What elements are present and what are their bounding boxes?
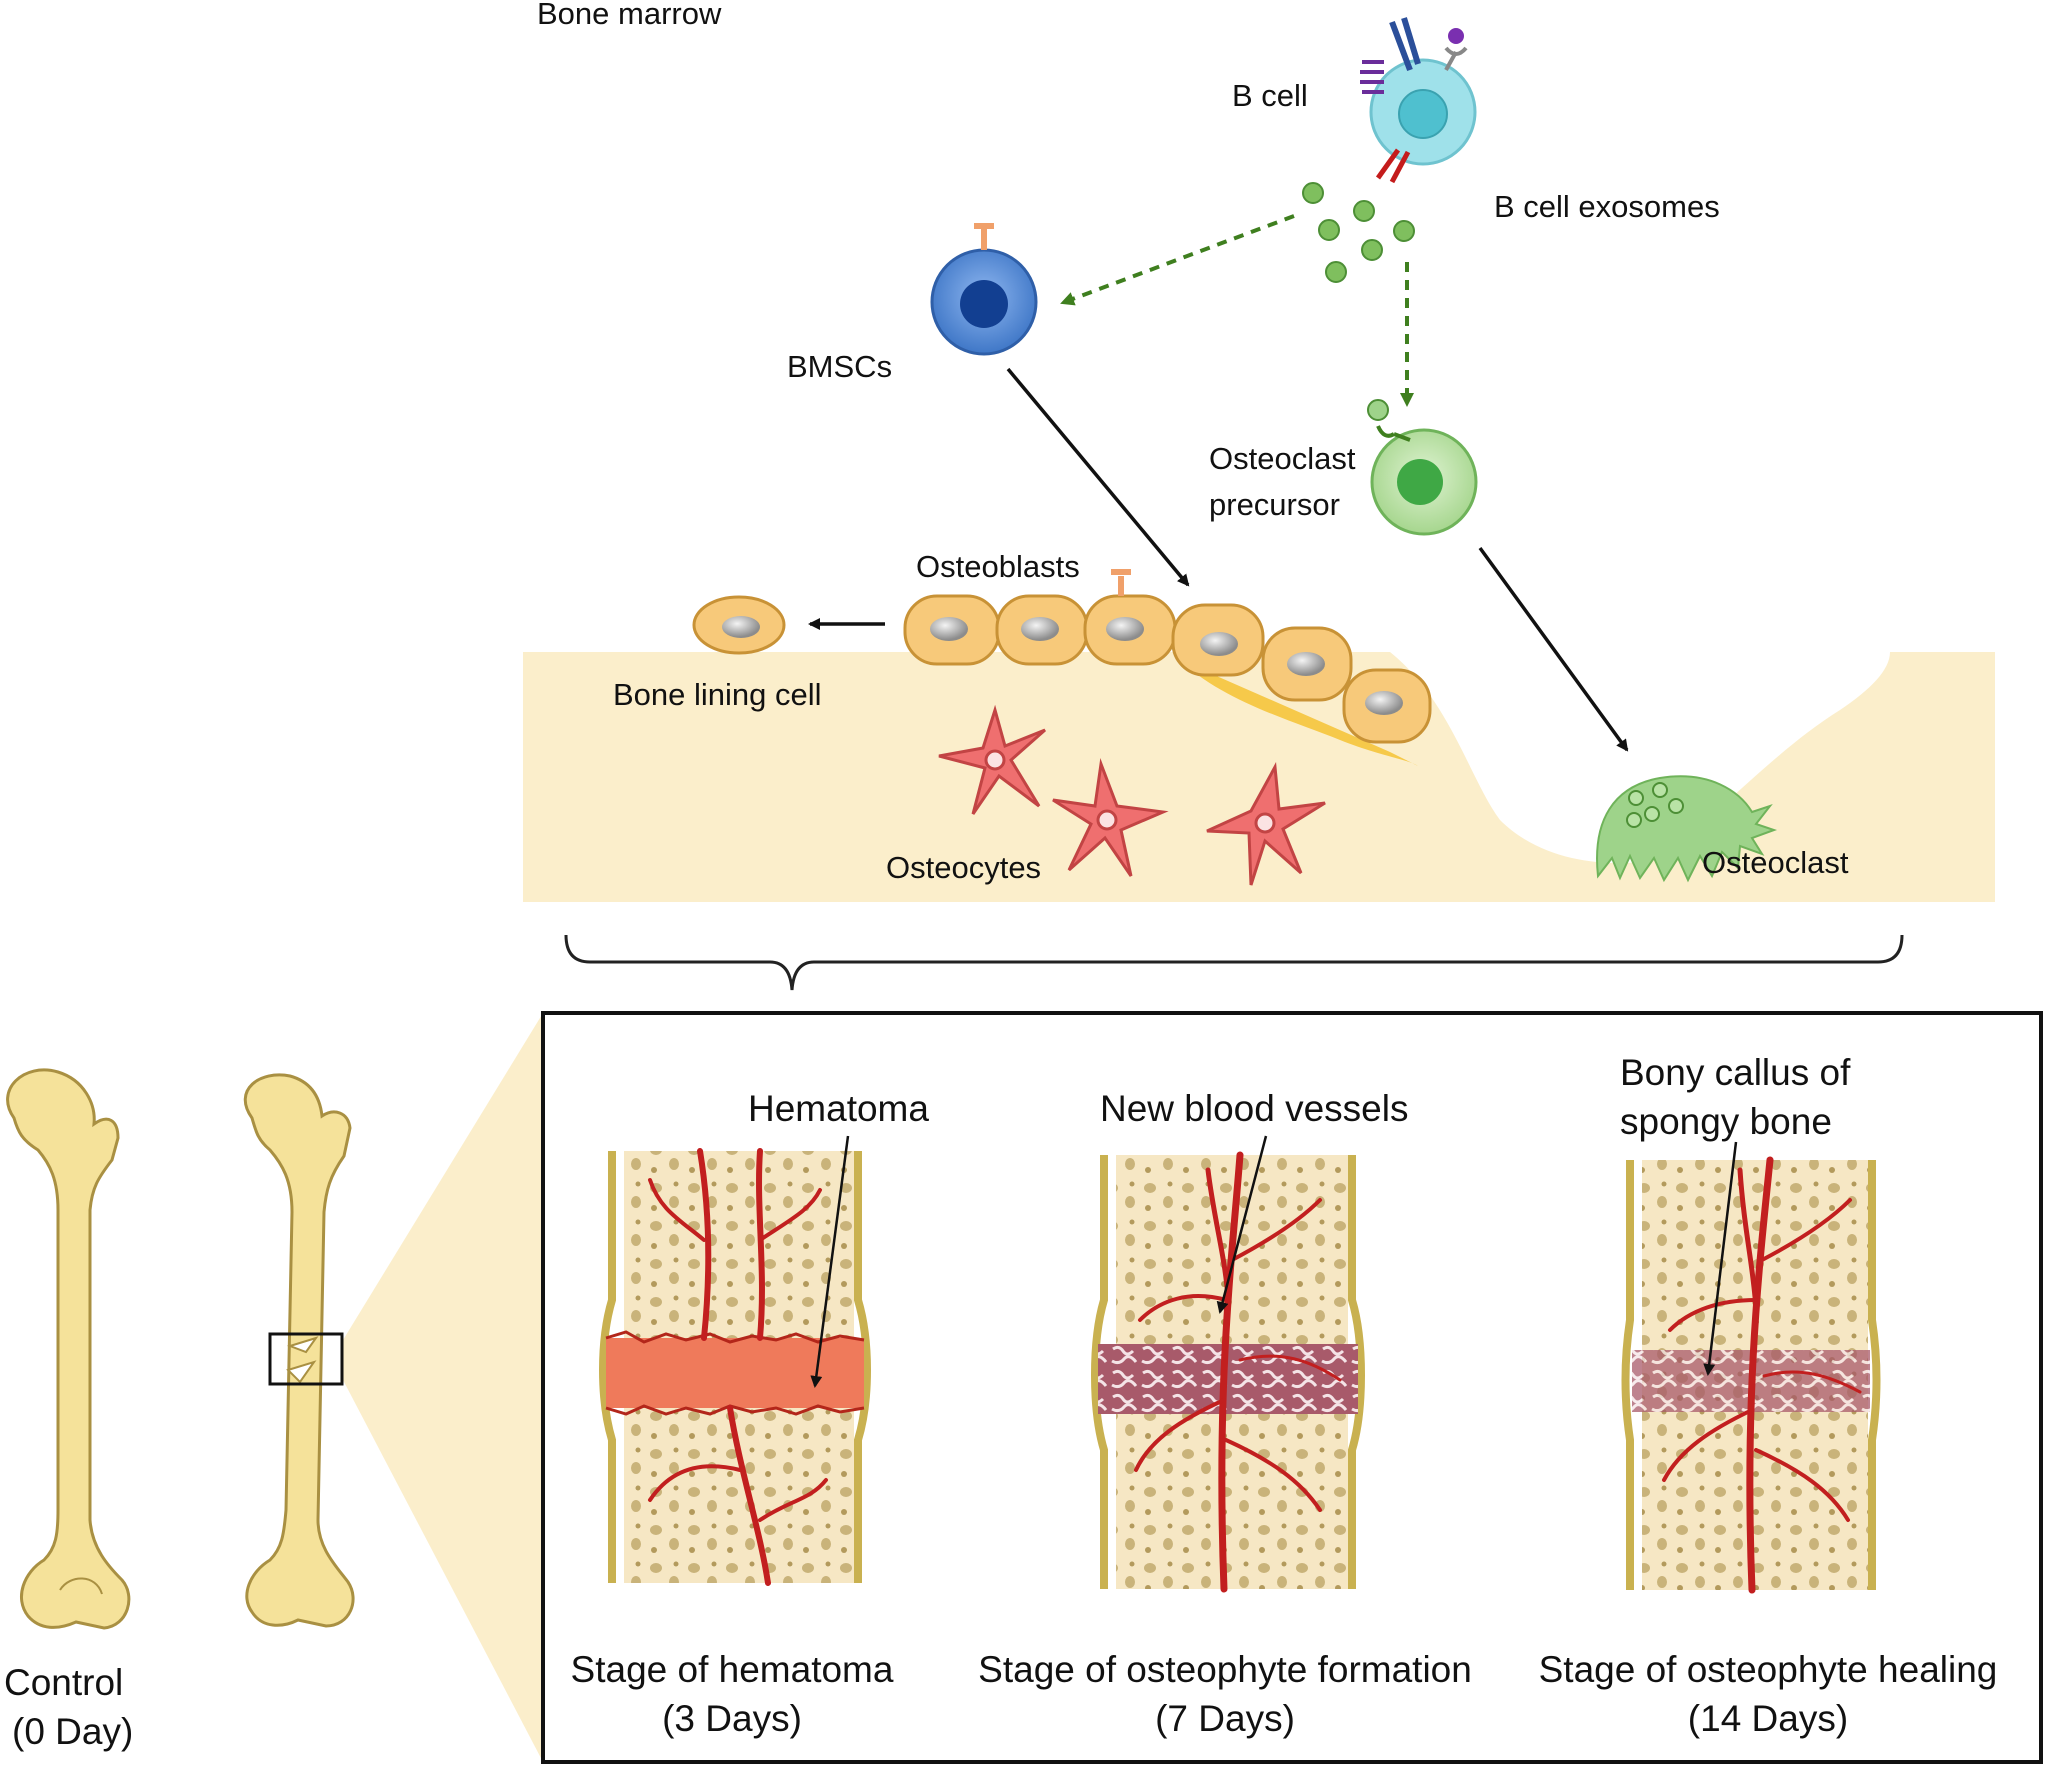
hematoma-label: Hematoma [748,1088,929,1129]
bmsc-to-osteoblast-arrow [1006,367,1190,587]
b-cell [1360,17,1477,184]
bone-lining-cell-label: Bone lining cell [613,677,822,712]
bone-marrow-label: Bone marrow [537,0,722,31]
bmscs-label: BMSCs [787,349,892,384]
bmsc-receptor-icon [974,223,994,250]
osteoblast-cells [903,569,1432,744]
new-blood-vessels-label: New blood vessels [1100,1088,1408,1129]
b-cell-antibody-icon [1389,17,1421,72]
control-label-line2: (0 Day) [12,1711,133,1752]
b-cell-signal-icon [1375,148,1411,184]
b-cell-ligand-icon [1444,28,1468,71]
bony-callus-label-line1: Bony callus of [1620,1052,1851,1093]
stage-healing-illustration [1621,1156,1881,1594]
osteocyte-cells [938,704,1326,886]
stage-3-days: (14 Days) [1688,1698,1848,1739]
scale-brace [564,934,1904,991]
bony-callus-label-line2: spongy bone [1620,1101,1832,1142]
b-cell-exosomes-label: B cell exosomes [1494,189,1720,224]
osteoblasts-label: Osteoblasts [916,549,1080,584]
stage-2-name: Stage of osteophyte formation [978,1649,1472,1690]
b-cell-exosomes [1302,182,1415,283]
bone-lining-cell [692,595,786,655]
osteoclast-precursor-label-line1: Osteoclast [1209,441,1356,476]
osteoblast-receptor-icon [1111,569,1131,596]
stage-1-name: Stage of hematoma [571,1649,894,1690]
hematoma-pointer [810,1135,850,1388]
osteoclast-label: Osteoclast [1702,845,1849,880]
exosome-to-bmsc-arrow [1060,214,1295,306]
precursor-to-osteoclast-arrow [1478,546,1629,752]
hematoma-region [606,1338,864,1408]
new-vessels-pointer [1216,1135,1268,1314]
bone-tissue-surface [523,652,1995,902]
osteoclast-cell [1596,775,1778,883]
osteoclast-precursor-cell [1367,399,1478,536]
b-cell-receptor-icon [1360,60,1384,94]
osteocytes-label: Osteocytes [886,850,1041,885]
stage-1-days: (3 Days) [662,1698,802,1739]
precursor-bound-exosome-icon [1367,399,1389,421]
fractured-femur [243,1073,355,1628]
zoom-wedge [343,1013,543,1762]
osteoclast-precursor-label-line2: precursor [1209,487,1340,522]
control-femur [6,1068,131,1630]
fracture-zoom-box [268,1332,344,1386]
bmsc-cell [930,223,1038,356]
b-cell-label: B cell [1232,78,1308,113]
stage-hematoma-illustration [599,1148,871,1586]
bony-callus-pointer [1703,1141,1738,1376]
stage-3-name: Stage of osteophyte healing [1539,1649,1998,1690]
stage-formation-illustration [1091,1151,1365,1593]
control-label-line1: Control [4,1662,123,1703]
osteoid-layer [1178,658,1418,766]
stage-2-days: (7 Days) [1155,1698,1295,1739]
